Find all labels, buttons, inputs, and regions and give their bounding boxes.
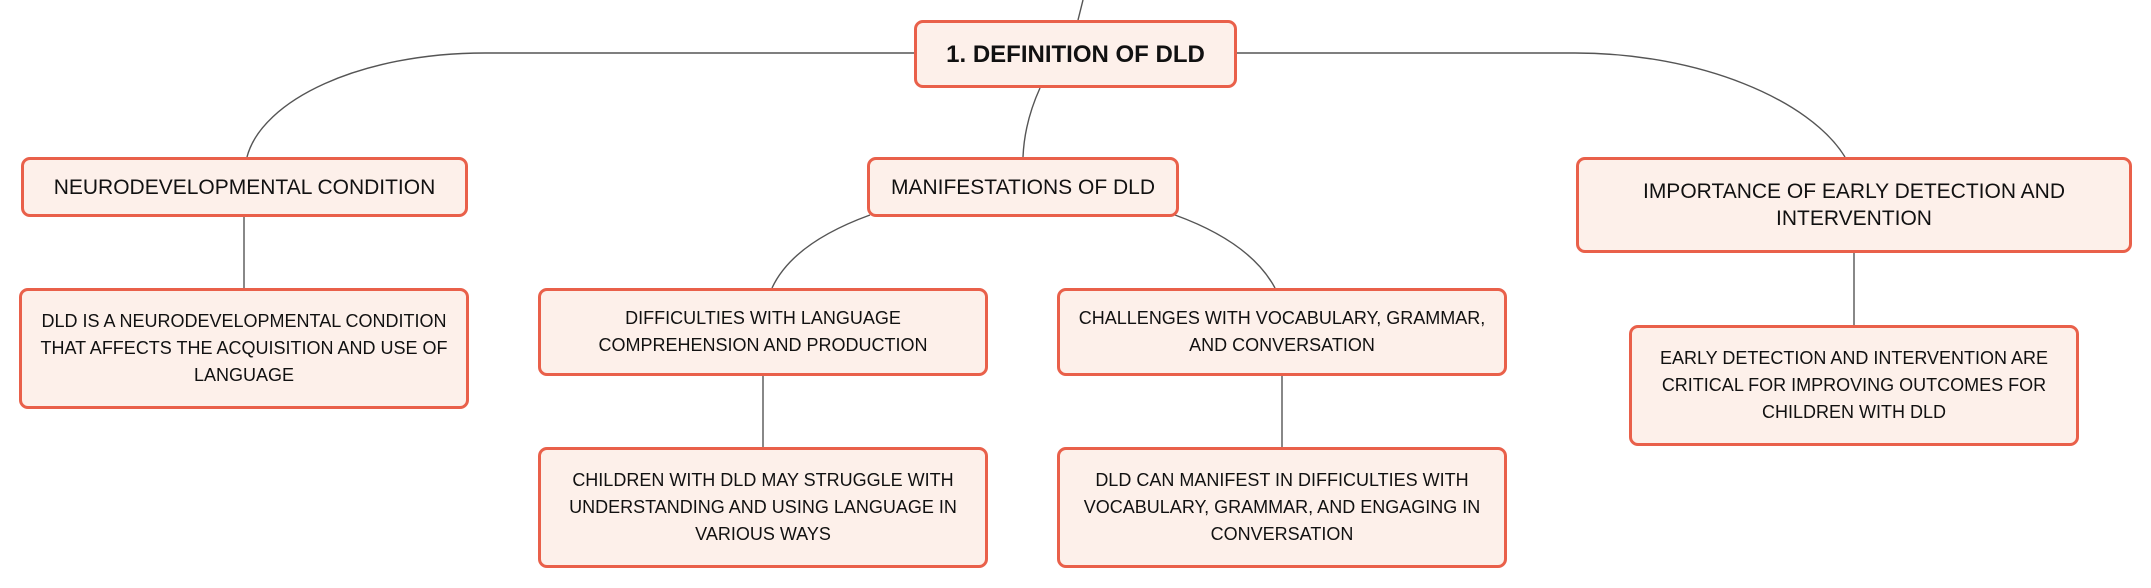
node-language-comprehension-difficulties[interactable]: DIFFICULTIES WITH LANGUAGE COMPREHENSION… [538,288,988,376]
node-definition-of-dld[interactable]: 1. DEFINITION OF DLD [914,20,1237,88]
connector-manifestations-vocabulary [1174,214,1276,289]
connector-root-neurodevelopmental [246,52,914,158]
connector-root-early-detection [1237,52,1846,158]
connector-root-manifestations [1022,87,1041,158]
node-neurodevelopmental-condition[interactable]: NEURODEVELOPMENTAL CONDITION [21,157,468,217]
node-vocabulary-difficulties-description[interactable]: DLD CAN MANIFEST IN DIFFICULTIES WITH VO… [1057,447,1507,568]
connector-manifestations-comprehension [771,214,871,289]
node-comprehension-struggles-description[interactable]: CHILDREN WITH DLD MAY STRUGGLE WITH UNDE… [538,447,988,568]
node-vocabulary-grammar-challenges[interactable]: CHALLENGES WITH VOCABULARY, GRAMMAR, AND… [1057,288,1507,376]
node-early-detection-description[interactable]: EARLY DETECTION AND INTERVENTION ARE CRI… [1629,325,2079,446]
connector-root-parent [1077,0,1084,21]
node-importance-of-early-detection[interactable]: IMPORTANCE OF EARLY DETECTION AND INTERV… [1576,157,2132,253]
node-manifestations-of-dld[interactable]: MANIFESTATIONS OF DLD [867,157,1179,217]
node-neurodevelopmental-description[interactable]: DLD IS A NEURODEVELOPMENTAL CONDITION TH… [19,288,469,409]
